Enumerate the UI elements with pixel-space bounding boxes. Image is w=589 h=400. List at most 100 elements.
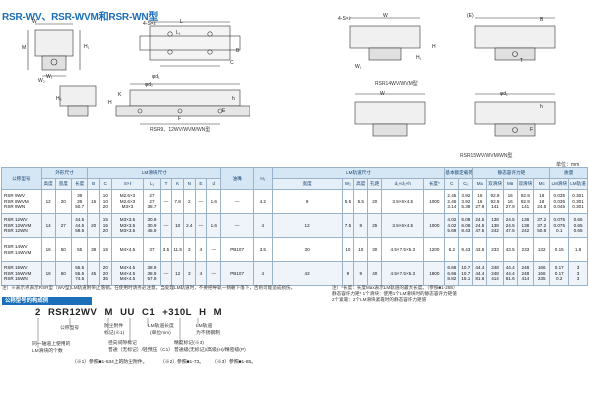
cell-value: 43.5 [475,246,485,252]
cell-lube: PB107 [220,261,254,286]
model-name: RSR 9WN [4,204,26,210]
cell-value: 138 [491,222,499,228]
model-code: 2 RSR12WV M UU C1 +310L H M [35,307,226,318]
th-d: d [206,178,222,190]
cell-F: 25 [367,213,383,238]
cell-d: 1.6 [206,189,222,214]
cell-value: 35 [102,276,108,282]
spec-table: 公称型号 外形尺寸 LM滑块尺寸 油嘴 H₁ LM轨道尺寸 基本额定载荷 静态容… [1,167,588,286]
cell-value: 38.9 [147,270,157,276]
label-model: 公称型号 [60,326,80,331]
cell-value: 138 [491,216,499,222]
th-SxL: S×ℓ [110,178,145,190]
th-MB-double: 双滑块 [516,178,535,190]
cell-value: 9.43 [461,246,471,252]
label-seal: 防尘附件 [104,324,124,329]
model-name: RSR 14WVM [4,249,32,255]
cell-value: 248 [521,270,530,276]
right-top-drawing [349,17,556,61]
cell-value: 6.2 [448,246,456,252]
label-preload-sub: 普通（无标记）/轻预压（C1） [108,348,174,353]
cell-value: 138 [521,216,530,222]
dim-C: C [230,60,234,66]
th-mass-rail: LM轨道 [568,178,588,190]
model-name: RSR 9WV [4,192,25,198]
cell-W2: 10 [341,237,355,262]
dim-H1: H₁ [84,44,90,50]
cell-W1: 42 [271,261,343,286]
cell-value: M3×3.5 [119,228,136,234]
cell-H1: 4 [252,213,273,238]
cell-value: 242 [491,228,499,234]
cell-value: 92.9 [520,198,530,204]
cell-N: 3 [182,237,196,262]
cell-value: M4×4.5 [119,264,136,270]
cell-value: 43.5 [505,246,515,252]
cell-F: 30 [367,237,383,262]
code-part-preload: C1 [141,307,156,318]
cell-value: 10 [102,192,108,198]
cell-H1: 4.2 [252,189,273,214]
left-cross-section-2 [59,85,97,117]
cell-value: M4×4.5 [119,270,136,276]
cell-value: 15 [102,216,108,222]
th-mass-block: LM滑块 [549,178,570,190]
cell-value: 16 [477,192,483,198]
cell-MB1: 43.5 [502,237,518,262]
cell-value: 0.035 [553,192,566,198]
dim-H-right: H [432,44,436,50]
cell-value: 20 [102,264,108,270]
th-block: LM滑块尺寸 [87,167,222,179]
cell-value: 0.65 [573,216,583,222]
cell-value: 44.5 [75,216,85,222]
cell-value: 10 [102,198,108,204]
dim-W1-right: W₁ [355,64,362,70]
cell-value: 0.035 [553,198,566,204]
dim-W2: W₂ [38,78,45,84]
cell-max: 1800 [423,261,446,286]
cell-W: 20 [54,189,72,214]
cell-value: 4.02 [447,216,457,222]
cell-N: 3 [182,261,196,286]
cell-d: 1.6 [206,213,222,238]
cell-value: 132 [537,246,546,252]
th-mass: 质量 [549,167,588,179]
cell-E: 4 [194,261,208,286]
dim-M: M [22,45,27,51]
th-C-load: C [444,178,460,190]
cell-M: 16 [40,261,56,286]
th-maxlen: 长度* [423,178,446,190]
dim-F-right2: F [530,127,534,133]
label-accuracy: 精度标记(※3) [174,341,204,346]
code-part-count: 2 [35,307,41,318]
th-MC: Mᴄ [533,178,551,190]
cell-value: 27.9 [505,204,515,210]
cell-value: 0.15 [554,246,564,252]
cell-value: 6.08 [461,216,471,222]
cell-value: 3 [576,276,580,282]
dim-SxL: 4-S×ℓ [143,21,156,27]
cell-value: 47.5 [475,228,485,234]
cell-value: 233 [521,246,530,252]
section-title: 公称型号的构成例 [2,297,92,305]
model-name: RSR 12WN [4,228,28,234]
th-MA-double: 双滑块 [486,178,504,190]
code-part-model: RSR12WV [47,307,98,318]
cell-value: 5.38 [461,204,471,210]
cell-M1: 10 [353,237,369,262]
model-name: RSR 14WV [4,243,28,249]
cell-value: 39 [77,198,83,204]
caption-right-bottom: RSR15WV/WVM/WN型 [460,153,513,159]
